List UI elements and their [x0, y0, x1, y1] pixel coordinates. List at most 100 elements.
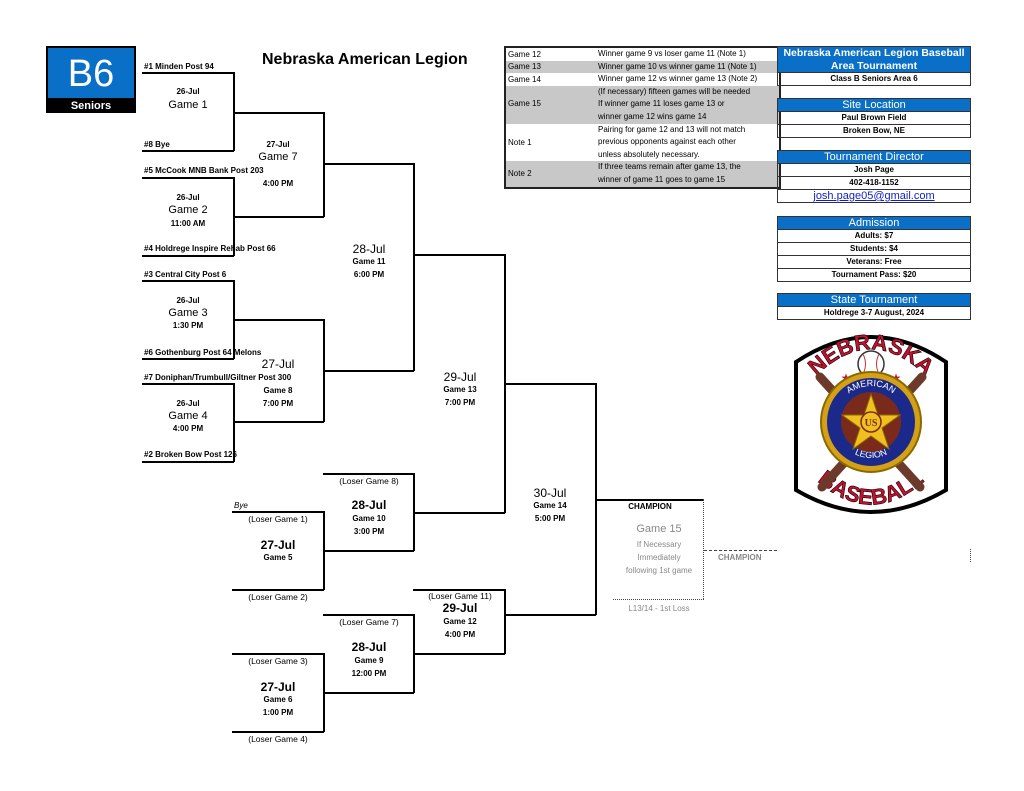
- notes-row: (If necessary) fifteen games will be nee…: [506, 85, 779, 99]
- notes-line: winner of game 11 goes to game 15: [598, 174, 726, 184]
- notes-key: Note 1: [508, 137, 532, 147]
- game-name: Game 4: [168, 410, 208, 422]
- team-slot: #3 Central City Post 6: [144, 270, 227, 279]
- team-slot: #2 Broken Bow Post 126: [144, 450, 237, 459]
- admission-title: Admission: [777, 216, 971, 230]
- state-tournament-section: State Tournament Holdrege 3-7 August, 20…: [777, 293, 971, 320]
- notes-row: Game 12 Winner game 9 vs loser game 11 (N…: [506, 48, 779, 61]
- notes-key: Game 12: [508, 49, 541, 59]
- team-slot: #8 Bye: [144, 140, 170, 149]
- game-name: Game 6: [263, 695, 293, 704]
- division-label: Seniors: [70, 100, 112, 112]
- loser-slot: (Loser Game 8): [339, 476, 399, 486]
- game-time: 4:00 PM: [262, 179, 294, 188]
- game-date: 26-Jul: [176, 193, 200, 202]
- game-date: 29-Jul: [442, 601, 478, 615]
- game-date: 28-Jul: [351, 640, 387, 654]
- team-slot: #6 Gothenburg Post 64 Melons: [144, 348, 262, 357]
- loss-note: L13/14 - 1st Loss: [628, 604, 690, 613]
- game-date: 27-Jul: [261, 357, 295, 371]
- game-name: Game 11: [352, 257, 386, 266]
- game-name: Game 13: [443, 385, 477, 394]
- emblem-center: US: [865, 418, 878, 429]
- site-title: Site Location: [777, 98, 971, 112]
- game-date: 27-Jul: [260, 680, 296, 694]
- director-phone: 402-418-1152: [777, 177, 971, 190]
- game-time: 1:00 PM: [262, 708, 294, 717]
- state-title: State Tournament: [777, 293, 971, 307]
- game-name: Game 8: [263, 386, 293, 395]
- notes-row: Game 14 Winner game 12 vs winner game 13 …: [506, 73, 779, 86]
- notes-value: Winner game 10 vs winner game 11 (Note 1…: [598, 61, 779, 74]
- game-name: Game 15: [636, 523, 682, 535]
- game-date: 29-Jul: [443, 370, 477, 384]
- director-section: Tournament Director Josh Page 402-418-11…: [777, 150, 971, 203]
- loser-slot: (Loser Game 7): [339, 617, 399, 627]
- game-date: 28-Jul: [351, 498, 387, 512]
- loser-slot: (Loser Game 11): [428, 591, 492, 601]
- game-date: 27-Jul: [266, 140, 290, 149]
- admission-row: Students: $4: [777, 243, 971, 256]
- team-slot: #1 Minden Post 94: [144, 62, 214, 71]
- admission-row: Tournament Pass: $20: [777, 269, 971, 282]
- director-email-link[interactable]: josh.page05@gmail.com: [813, 190, 935, 202]
- champion-label: CHAMPION: [628, 502, 672, 511]
- game-time: 12:00 PM: [351, 669, 387, 678]
- notes-value: If three teams remain after game 13, the…: [598, 161, 779, 186]
- division-code: B6: [48, 48, 134, 98]
- nebraska-legion-baseball-logo: NEBRASKA BASEBALL ★ ★ AMERICAN LEGION US: [794, 329, 948, 514]
- notes-line: Winner game 12 vs winner game 13 (Note 2…: [598, 74, 758, 84]
- class-row: Class B Seniors Area 6: [777, 73, 971, 86]
- state-detail: Holdrege 3-7 August, 2024: [777, 307, 971, 320]
- game-date: 30-Jul: [533, 486, 567, 500]
- game-name: Game 5: [263, 553, 293, 562]
- game-date: 27-Jul: [260, 538, 296, 552]
- admission-row: Veterans: Free: [777, 256, 971, 269]
- site-location-section: Site Location Paul Brown Field Broken Bo…: [777, 98, 971, 138]
- game-time: 7:00 PM: [444, 398, 476, 407]
- game-name: Game 2: [168, 204, 208, 216]
- champion-final-label: CHAMPION: [718, 553, 762, 562]
- notes-line: Pairing for game 12 and 13 will not matc…: [598, 124, 746, 134]
- team-slot: #7 Doniphan/Trumbull/Giltner Post 300: [144, 373, 292, 382]
- game-time: 4:00 PM: [444, 630, 476, 639]
- game-date: 26-Jul: [176, 399, 200, 408]
- game-time: 4:00 PM: [172, 424, 204, 433]
- notes-line: If three teams remain after game 13, the: [598, 162, 741, 172]
- loser-slot: (Loser Game 2): [248, 592, 308, 602]
- loser-slot: (Loser Game 1): [248, 514, 308, 524]
- game-time: 1:30 PM: [172, 321, 204, 330]
- game-name: Game 7: [258, 151, 298, 163]
- notes-line: unless absolutely necessary.: [598, 149, 700, 159]
- notes-key: Game 14: [508, 74, 541, 84]
- game-note: following 1st game: [625, 566, 693, 575]
- director-title: Tournament Director: [777, 150, 971, 164]
- division-badge: B6 Seniors: [46, 46, 136, 113]
- notes-line: Winner game 9 vs loser game 11 (Note 1): [598, 49, 746, 58]
- notes-value: (If necessary) fifteen games will be nee…: [598, 86, 779, 99]
- notes-line: previous opponents against each other: [598, 137, 736, 147]
- notes-value: Pairing for game 12 and 13 will not matc…: [598, 124, 779, 162]
- tournament-info-panel: Nebraska American Legion Baseball Area T…: [777, 46, 971, 86]
- site-name: Paul Brown Field: [777, 112, 971, 125]
- team-slot: #4 Holdrege Inspire Rehab Post 66: [144, 244, 276, 253]
- notes-value: Winner game 12 vs winner game 13 (Note 2…: [598, 73, 779, 86]
- game-note: If Necessary: [636, 540, 682, 549]
- game-date: 28-Jul: [352, 242, 386, 256]
- game-name: Game 14: [533, 501, 567, 510]
- game-date: 26-Jul: [176, 87, 200, 96]
- game-name: Game 9: [354, 656, 384, 665]
- rules-notes-table: Game 12 Winner game 9 vs loser game 11 (N…: [504, 46, 781, 189]
- page-title: Nebraska American Legion: [262, 51, 468, 68]
- loser-slot: (Loser Game 4): [248, 734, 308, 744]
- game-note: Immediately: [637, 553, 681, 562]
- game-time: 3:00 PM: [353, 527, 385, 536]
- tournament-header: Nebraska American Legion Baseball Area T…: [777, 46, 971, 73]
- notes-line: Winner game 10 vs winner game 11 (Note 1…: [598, 61, 757, 71]
- game-time: 7:00 PM: [262, 399, 294, 408]
- game-time: 5:00 PM: [534, 514, 566, 523]
- notes-value: Winner game 9 vs loser game 11 (Note 1): [598, 48, 779, 61]
